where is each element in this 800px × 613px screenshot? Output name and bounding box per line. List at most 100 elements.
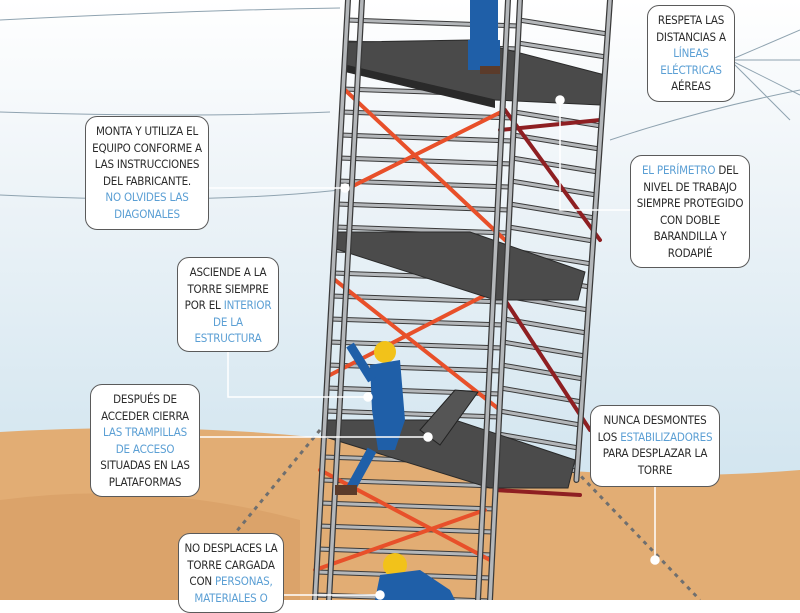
rung bbox=[336, 179, 513, 189]
diagonal-brace bbox=[343, 108, 507, 192]
rung bbox=[512, 110, 603, 128]
callout-text: LÍNEAS bbox=[673, 46, 709, 60]
diagonal-brace bbox=[498, 118, 602, 132]
diagonal-brace bbox=[503, 108, 602, 242]
callout-line: DISTANCIAS A bbox=[652, 29, 730, 46]
callout-text: LAS TRAMPILLAS bbox=[103, 425, 187, 439]
upright bbox=[488, 0, 522, 600]
callout-line: BARANDILLA Y bbox=[635, 228, 745, 245]
callout-stabilizers: NUNCA DESMONTES LOS ESTABILIZADORES PARA D… bbox=[590, 405, 720, 487]
callout-text: DE ACCESO bbox=[115, 441, 175, 456]
rung bbox=[501, 340, 587, 358]
callout-text: LOS bbox=[597, 429, 621, 444]
callout-text: DEL bbox=[715, 163, 739, 177]
callout-line: DESPUÉS DE bbox=[95, 391, 195, 408]
workers bbox=[335, 0, 500, 600]
callout-line: DIAGONALES bbox=[90, 206, 204, 223]
worker-middle bbox=[335, 341, 405, 495]
callout-line: PARA DESPLAZAR LA bbox=[595, 445, 715, 462]
callout-line: NUNCA DESMONTES bbox=[595, 412, 715, 429]
rung bbox=[500, 363, 585, 381]
rung bbox=[323, 409, 501, 419]
callout-text: NO OLVIDES LAS bbox=[105, 190, 189, 204]
rung bbox=[509, 179, 598, 197]
callout-text: DEL FABRICANTE. bbox=[102, 173, 192, 188]
rung bbox=[337, 156, 514, 166]
upright bbox=[327, 0, 364, 600]
callout-text: EL PERÍMETRO bbox=[641, 163, 716, 177]
callout-line: NIVEL DE TRABAJO bbox=[635, 179, 745, 196]
callout-line: EQUIPO CONFORME A bbox=[90, 140, 204, 157]
callout-text: PERSONAS, bbox=[215, 574, 273, 588]
callout-text: EQUIPO CONFORME A bbox=[92, 140, 202, 155]
diagonal-brace bbox=[343, 88, 507, 242]
rung bbox=[334, 225, 510, 235]
callout-text: DIAGONALES bbox=[114, 206, 180, 221]
callout-text: MATERIALES O bbox=[194, 590, 268, 605]
callout-line: SITUADAS EN LAS bbox=[95, 457, 195, 474]
rung bbox=[326, 363, 503, 373]
callout-text: RESPETA LAS bbox=[657, 13, 725, 27]
diagonal-brace bbox=[493, 488, 582, 497]
rung bbox=[328, 317, 506, 327]
callout-text: LAS INSTRUCCIONES bbox=[94, 157, 200, 171]
callout-line: RODAPIÉ bbox=[635, 245, 745, 262]
worker-top bbox=[468, 0, 500, 74]
callout-text: NUNCA DESMONTES bbox=[603, 413, 707, 427]
callout-line: TORRE bbox=[595, 462, 715, 479]
callout-line: PLATAFORMAS bbox=[95, 474, 195, 491]
callout-line: RESPETA LAS bbox=[652, 12, 730, 29]
rung bbox=[517, 18, 610, 36]
rung bbox=[496, 432, 581, 450]
callout-line: NO DESPLACES LA bbox=[183, 540, 279, 557]
callout-text: DISTANCIAS A bbox=[656, 29, 726, 44]
rung bbox=[511, 133, 602, 151]
callout-line: EL PERÍMETRO DEL bbox=[635, 162, 745, 179]
rung bbox=[339, 133, 515, 143]
callout-line: DE ACCESO bbox=[95, 441, 195, 458]
callout-line: DE LA bbox=[182, 314, 274, 331]
scaffold-uprights bbox=[312, 0, 613, 600]
callout-text: ASCIENDE A LA bbox=[189, 265, 267, 279]
callout-text: ESTRUCTURA bbox=[194, 331, 262, 345]
rung bbox=[317, 524, 495, 534]
callout-text: NIVEL DE TRABAJO bbox=[643, 179, 737, 194]
callout-line: MONTA Y UTILIZA EL bbox=[90, 123, 204, 140]
callout-line: TORRE SIEMPRE bbox=[182, 281, 274, 298]
callout-text: CON DOBLE bbox=[659, 212, 721, 227]
callout-text: ELÉCTRICAS bbox=[660, 62, 722, 77]
callout-text: TORRE CARGADA bbox=[187, 557, 275, 572]
upright bbox=[476, 0, 510, 600]
callout-line: LAS INSTRUCCIONES bbox=[90, 156, 204, 173]
connector-lines bbox=[200, 95, 660, 600]
callout-text: SITUADAS EN LAS bbox=[100, 458, 190, 472]
callout-line: DEL FABRICANTE. bbox=[90, 173, 204, 190]
rung bbox=[316, 547, 494, 557]
diagonal-brace bbox=[313, 508, 487, 572]
rung bbox=[516, 41, 608, 59]
upright bbox=[574, 0, 612, 482]
callout-line: CON PERSONAS, bbox=[183, 573, 279, 590]
callout-text: TORRE SIEMPRE bbox=[187, 281, 269, 296]
callout-text: ESTABILIZADORES bbox=[620, 429, 713, 444]
rung bbox=[497, 409, 582, 427]
callout-line: ASCIENDE A LA bbox=[182, 264, 274, 281]
callout-line: POR EL INTERIOR bbox=[182, 297, 274, 314]
callout-text: NO DESPLACES LA bbox=[184, 541, 278, 555]
rung bbox=[335, 202, 511, 212]
callout-text: RODAPIÉ bbox=[667, 245, 713, 260]
callout-line: MATERIALES O bbox=[183, 590, 279, 607]
callout-line: CON DOBLE bbox=[635, 212, 745, 229]
callout-text: POR EL bbox=[184, 298, 224, 312]
callout-text: SIEMPRE PROTEGIDO bbox=[636, 196, 744, 210]
diagonal-brace bbox=[503, 298, 592, 432]
callout-text: PLATAFORMAS bbox=[108, 474, 182, 489]
callout-line: ESTRUCTURA bbox=[182, 330, 274, 347]
callout-line: LAS TRAMPILLAS bbox=[95, 424, 195, 441]
callout-text: PARA DESPLAZAR LA bbox=[602, 446, 708, 460]
callout-text: MONTA Y UTILIZA EL bbox=[95, 124, 199, 138]
callout-text: INTERIOR bbox=[223, 298, 272, 312]
